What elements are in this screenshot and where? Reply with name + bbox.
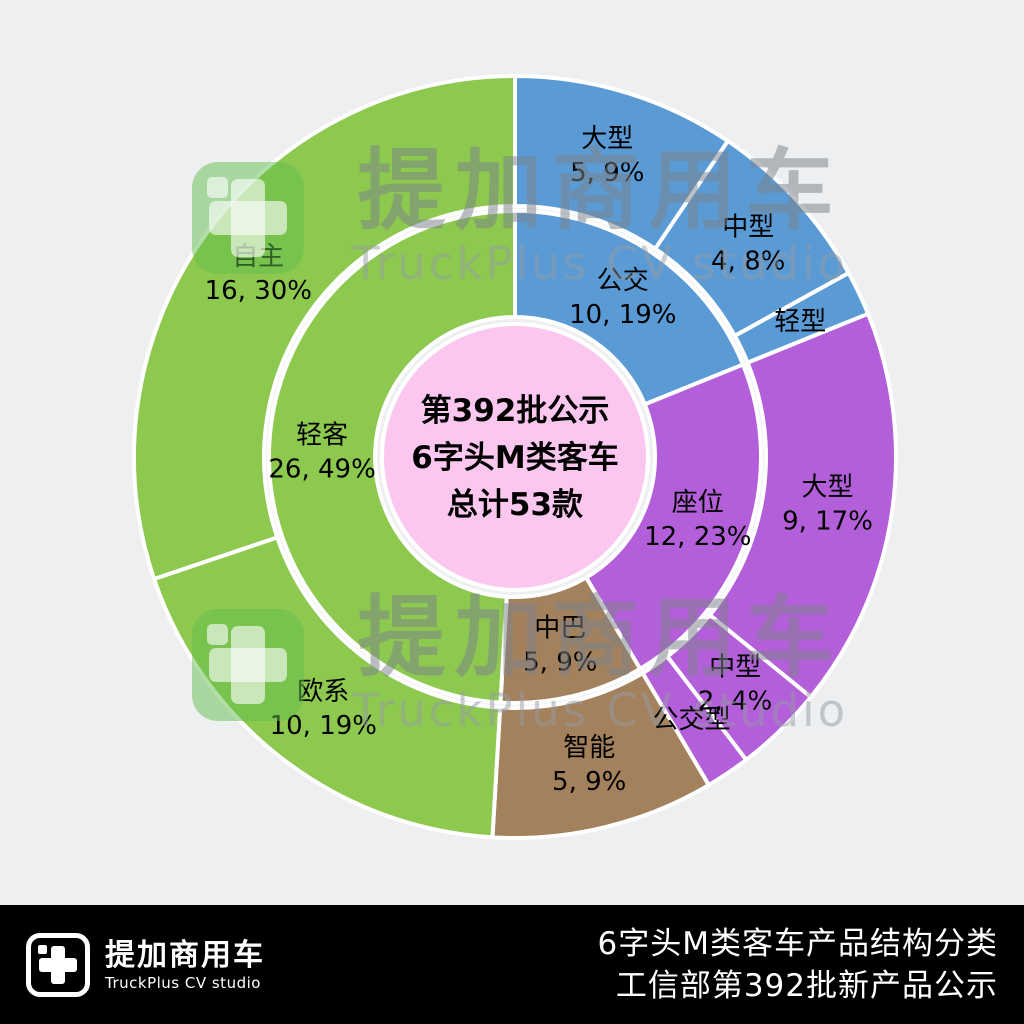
footer-caption-line1: 6字头M类客车产品结构分类 (597, 925, 998, 962)
footer-brand-name: 提加商用车 (105, 937, 265, 973)
chart-center-circle (380, 322, 650, 592)
outer-segment-轻客-自主 (132, 74, 517, 582)
inner-segment-座位 (584, 362, 763, 671)
inner-segment-轻客 (266, 209, 517, 705)
outer-label-公交型: 公交型 (652, 705, 730, 735)
footer-caption-line2: 工信部第392批新产品公示 (615, 967, 998, 1004)
outer-label-轻型: 轻型 (774, 307, 826, 337)
footer-bar: 提加商用车 TruckPlus CV studio 6字头M类客车产品结构分类 … (0, 905, 1024, 1024)
inner-segment-公交 (513, 209, 745, 407)
footer-caption: 6字头M类客车产品结构分类 工信部第392批新产品公示 (598, 923, 998, 1007)
truckplus-logo (26, 932, 90, 997)
footer-brand: 提加商用车 TruckPlus CV studio (26, 932, 265, 997)
footer-brand-subtitle: TruckPlus CV studio (105, 973, 261, 992)
